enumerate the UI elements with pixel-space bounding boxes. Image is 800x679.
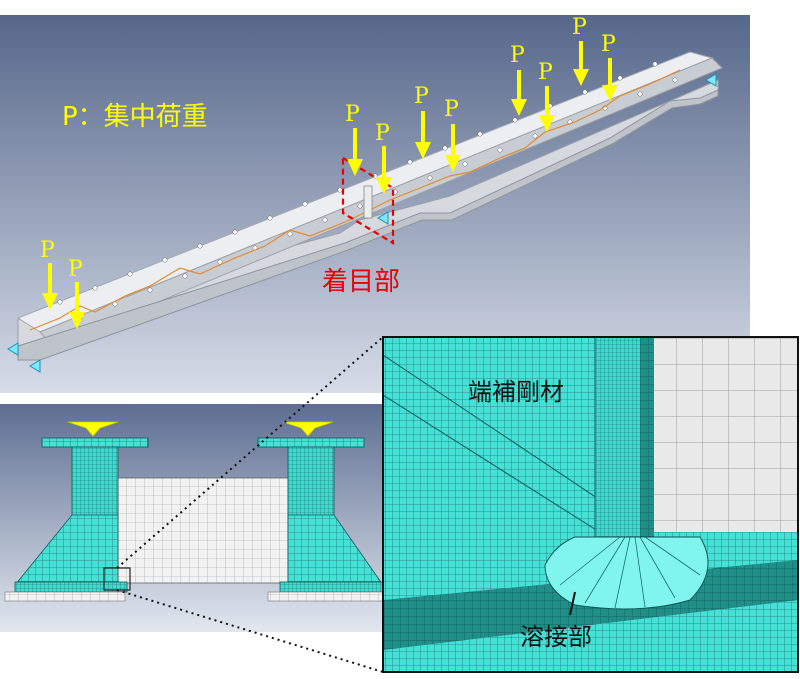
load-arrow-icon: P: [375, 121, 392, 194]
load-arrow-icon: P: [538, 60, 555, 132]
end-stiffener-label: 端補剛材: [468, 378, 564, 406]
weld-label: 溶接部: [520, 623, 592, 651]
load-label: P: [572, 15, 587, 40]
load-arrow-icon: P: [414, 84, 431, 159]
cross-section-panel: [0, 404, 384, 632]
load-label: P: [345, 102, 360, 127]
girder-model-panel: P P P P P: [0, 15, 750, 393]
cross-frame-lines: [29, 69, 681, 331]
load-label: P: [538, 60, 553, 85]
focus-region-label: 着目部: [322, 267, 400, 297]
load-arrow-icon: P: [601, 32, 618, 101]
support-triangle-icon: [7, 73, 717, 373]
legend-concentrated-load: P：集中荷重: [62, 102, 208, 132]
load-label: P: [68, 257, 83, 282]
load-arrow-icon: [67, 421, 119, 437]
load-label: P: [40, 238, 55, 263]
load-arrow-icon: [282, 421, 334, 437]
load-arrow-icon: P: [510, 43, 527, 116]
weld-fillet: [544, 536, 709, 610]
load-label: P: [444, 97, 459, 122]
left-girder-section: [4, 437, 149, 602]
load-arrow-icon: P: [444, 97, 461, 172]
load-arrow-icon: P: [68, 257, 85, 329]
load-arrow-icon: P: [572, 15, 589, 86]
right-girder-section: [257, 437, 384, 602]
load-label: P: [510, 43, 525, 68]
load-arrow-icon: P: [345, 102, 363, 176]
flange-dots: [57, 61, 678, 321]
weld-detail-panel: 端補剛材 溶接部: [383, 337, 798, 672]
load-arrow-icon: P: [40, 238, 58, 310]
focus-region-box: [341, 156, 395, 245]
load-arrows: P P P P P: [40, 15, 618, 329]
load-label: P: [375, 121, 390, 146]
load-label: P: [601, 32, 616, 57]
load-label: P: [414, 84, 429, 109]
